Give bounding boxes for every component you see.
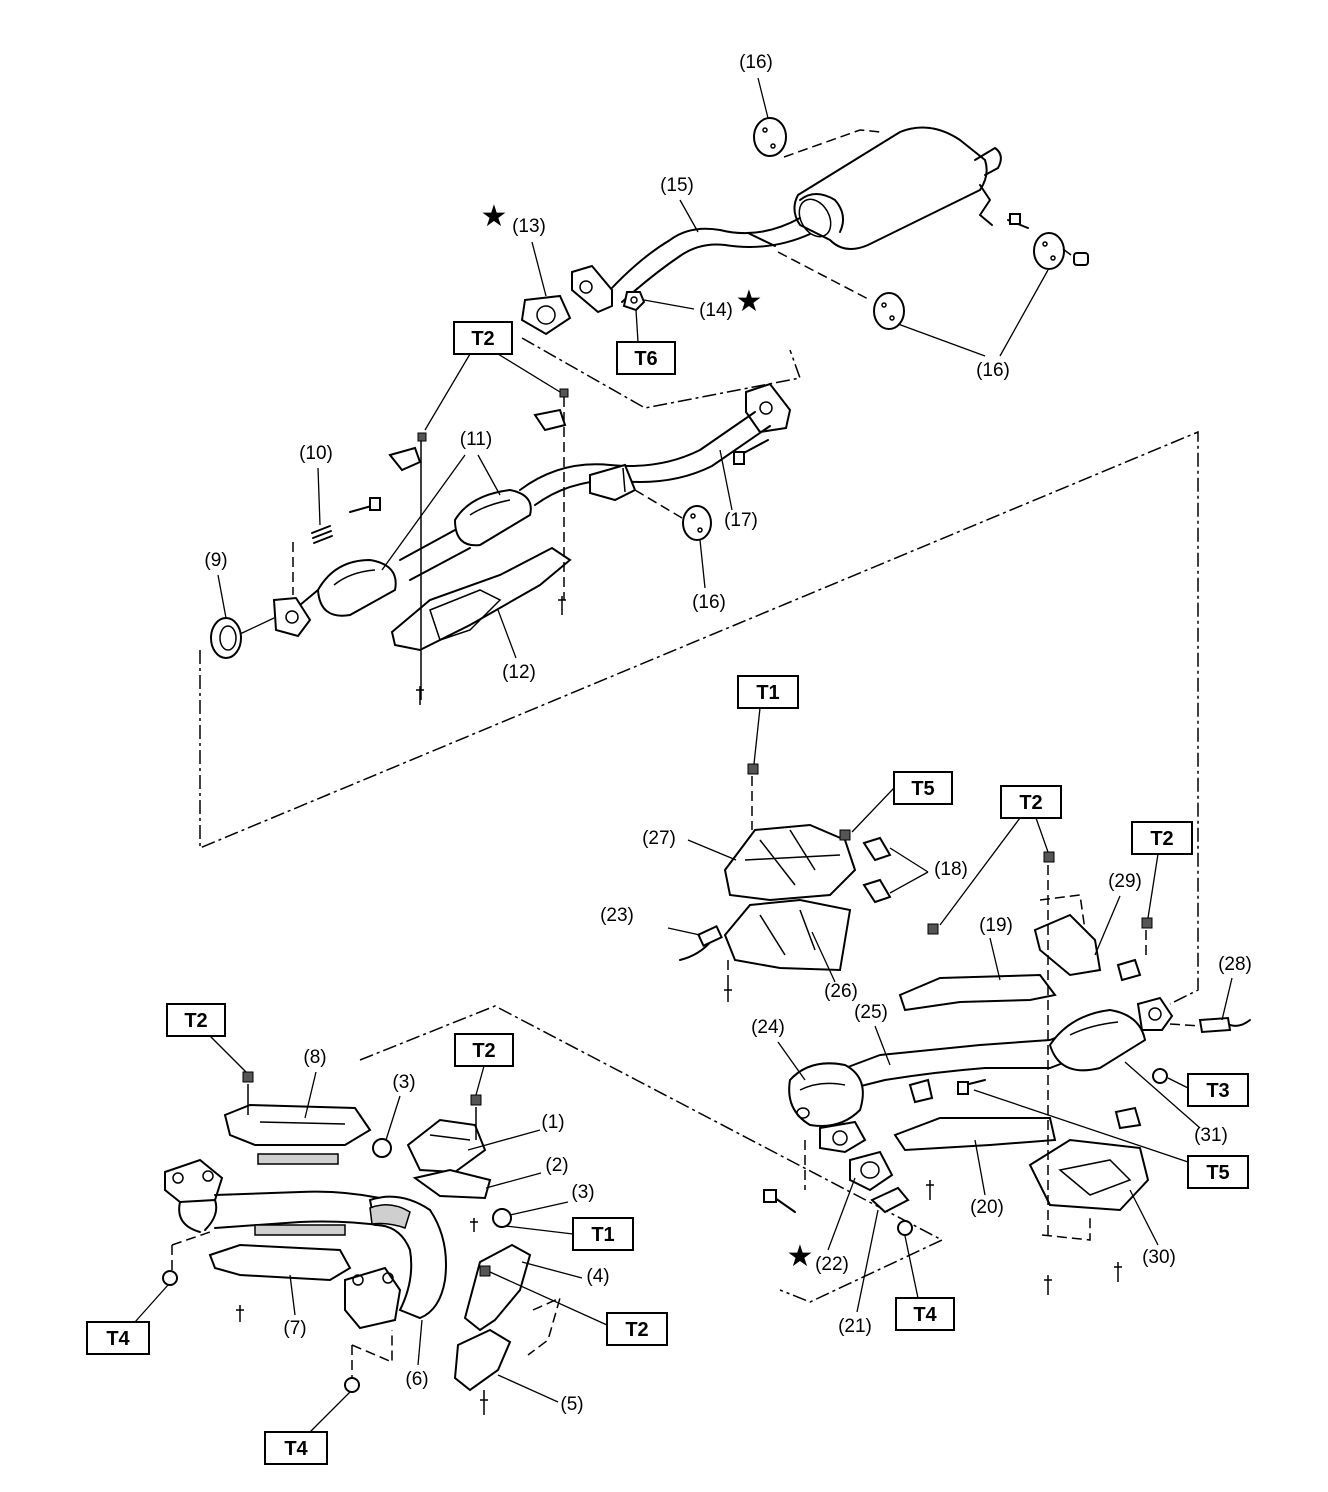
star-icon: ★ (787, 1240, 814, 1273)
torque-box-t4-left-a (86, 1321, 150, 1355)
part-label-7: (7) (283, 1318, 306, 1339)
torque-box-t2-top (453, 321, 513, 355)
torque-label: T3 (1206, 1080, 1229, 1102)
torque-label: T2 (472, 1040, 495, 1062)
torque-label: T2 (1019, 792, 1042, 814)
part-label-17: (17) (724, 510, 758, 531)
part-label-22: (22) (815, 1254, 849, 1275)
part-label-26: (26) (824, 981, 858, 1002)
part-label-28: (28) (1218, 954, 1252, 975)
part-label-23: (23) (600, 905, 634, 926)
torque-box-t1-mid (737, 675, 799, 709)
star-icon: ★ (481, 200, 508, 233)
part-number-labels: (16) (15) (13) (14) (16) (10) (11) (17) … (204, 52, 1252, 1415)
part-label-1: (1) (541, 1112, 564, 1133)
part-label-6: (6) (405, 1369, 428, 1390)
part-label-16: (16) (692, 592, 726, 613)
part-label-3: (3) (571, 1182, 594, 1203)
torque-box-t6 (616, 341, 676, 375)
torque-label: T5 (1206, 1162, 1229, 1184)
part-label-2: (2) (545, 1155, 568, 1176)
part-label-25: (25) (854, 1002, 888, 1023)
part-label-16: (16) (976, 360, 1010, 381)
center-exhaust-pipe (210, 382, 792, 705)
torque-box-t2-mid (1000, 785, 1062, 819)
part-label-21: (21) (838, 1316, 872, 1337)
torque-label: T4 (913, 1304, 937, 1326)
part-label-13: (13) (512, 216, 546, 237)
front-exhaust-pipe-left (162, 1071, 562, 1415)
part-label-30: (30) (1142, 1247, 1176, 1268)
torque-box-t4-mid (895, 1297, 955, 1331)
front-catalyst-heat-shields (667, 763, 892, 1002)
torque-spec-boxes: T2 T6 T1 T5 T2 T2 T3 T5 T4 T2 T2 T1 T2 T… (86, 321, 1249, 1465)
part-label-14: (14) (699, 300, 733, 321)
torque-label: T1 (591, 1224, 614, 1246)
torque-leader-lines (134, 309, 1189, 1433)
torque-label: T2 (184, 1010, 207, 1032)
front-exhaust-pipe-right (763, 851, 1251, 1295)
torque-box-t2-left-c (606, 1312, 668, 1346)
part-label-18: (18) (934, 859, 968, 880)
torque-label: T4 (106, 1328, 130, 1350)
torque-label: T5 (911, 778, 934, 800)
part-label-9: (9) (204, 550, 227, 571)
part-label-15: (15) (660, 175, 694, 196)
part-label-12: (12) (502, 662, 536, 683)
torque-label: T2 (1150, 828, 1173, 850)
torque-label: T6 (634, 348, 657, 370)
torque-box-t2-left-a (166, 1003, 226, 1037)
torque-box-t3 (1187, 1073, 1249, 1107)
torque-box-t5-mid (893, 771, 953, 805)
part-label-8: (8) (303, 1047, 326, 1068)
part-label-31: (31) (1194, 1125, 1228, 1146)
torque-label: T2 (625, 1319, 648, 1341)
star-icon: ★ (736, 285, 763, 318)
torque-label: T2 (471, 328, 494, 350)
part-label-19: (19) (979, 915, 1013, 936)
part-label-27: (27) (642, 828, 676, 849)
rear-muffler-assembly (520, 117, 1089, 409)
torque-box-t2-right (1131, 821, 1193, 855)
part-label-5: (5) (560, 1394, 583, 1415)
part-label-20: (20) (970, 1197, 1004, 1218)
star-markers: ★ ★ ★ (481, 200, 814, 1273)
part-label-11: (11) (460, 429, 492, 450)
part-label-24: (24) (751, 1017, 785, 1038)
part-leader-lines (217, 77, 1233, 1403)
torque-box-t5-right (1187, 1155, 1249, 1189)
part-label-10: (10) (299, 443, 333, 464)
torque-box-t4-left-b (264, 1431, 328, 1465)
connection-line-y-pipe (359, 1005, 944, 1303)
connection-line-front-to-center (199, 430, 1199, 1005)
part-label-29: (29) (1108, 871, 1142, 892)
part-label-3: (3) (392, 1072, 415, 1093)
torque-label: T1 (756, 682, 779, 704)
part-label-16: (16) (739, 52, 773, 73)
part-label-4: (4) (586, 1266, 609, 1287)
torque-label: T4 (284, 1438, 308, 1460)
